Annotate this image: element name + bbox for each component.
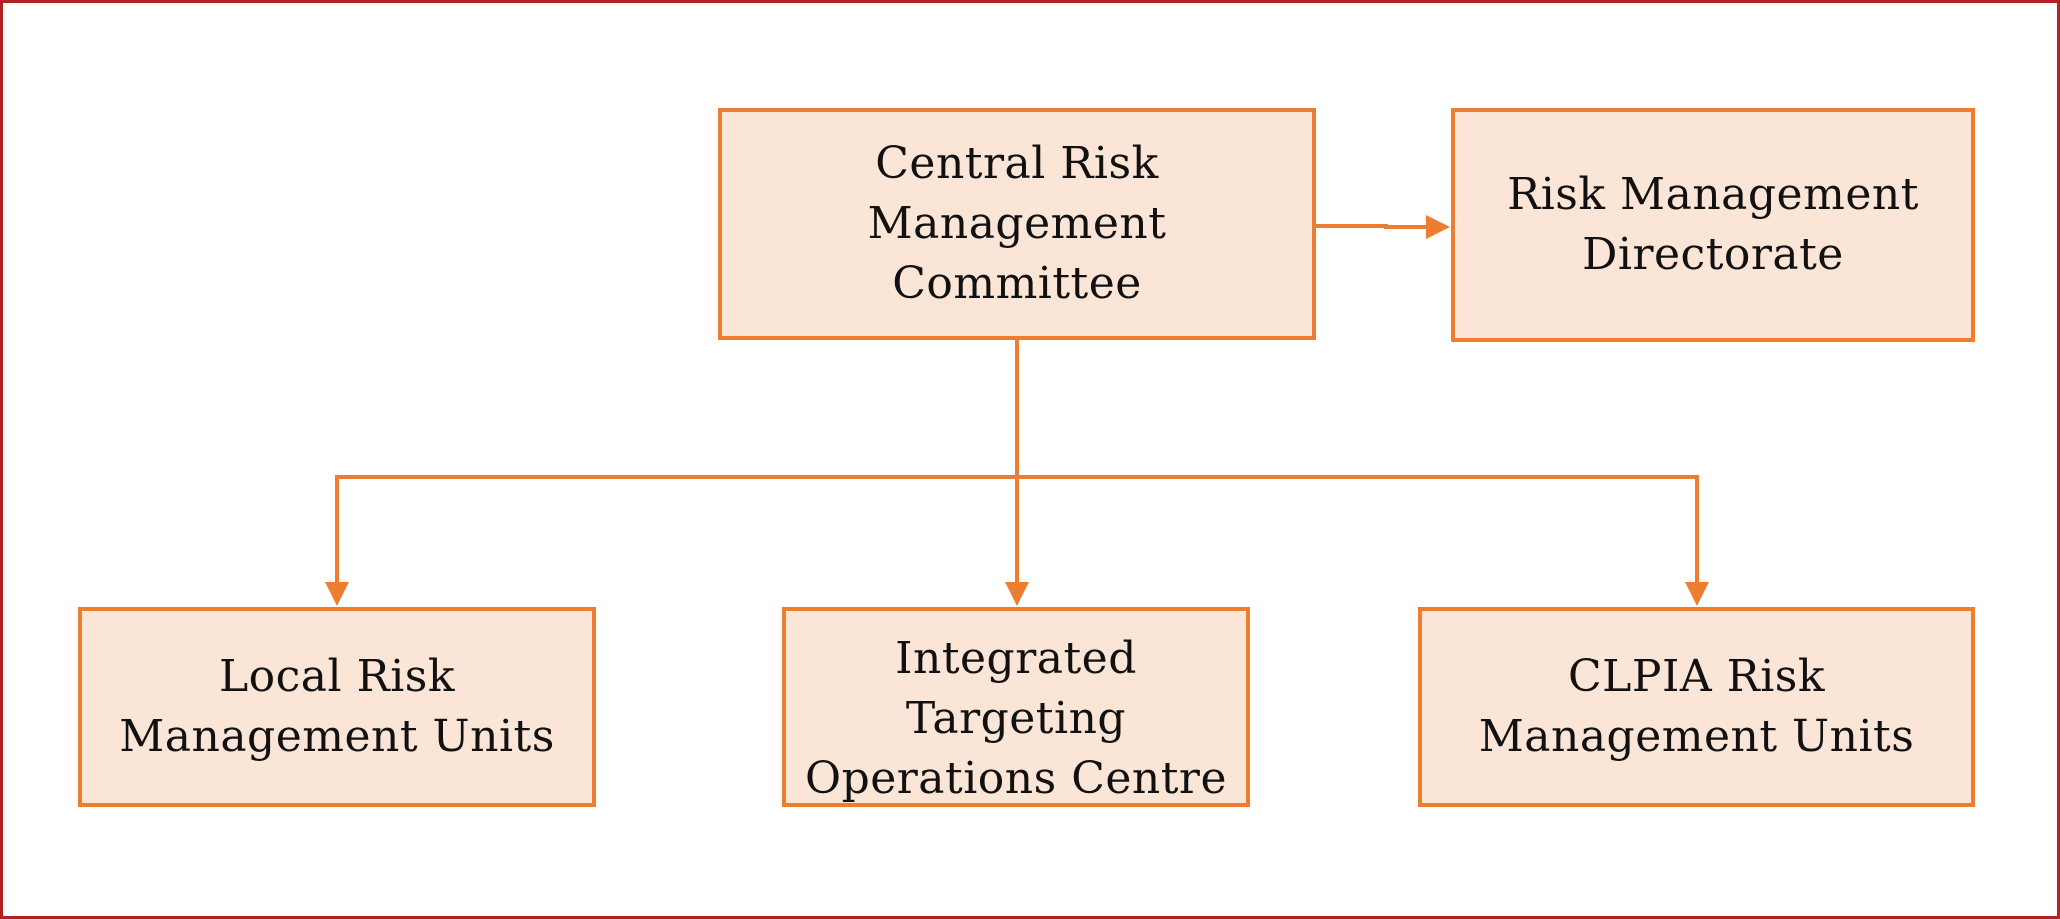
node-risk-management-directorate: Risk Management Directorate bbox=[1451, 108, 1975, 342]
node-label: Risk Management Directorate bbox=[1507, 169, 1919, 280]
node-label: CLPIA Risk Management Units bbox=[1478, 651, 1915, 762]
node-label: Integrated Targeting Operations Centre bbox=[805, 633, 1227, 804]
node-clpia-risk-management-units: CLPIA Risk Management Units bbox=[1418, 607, 1975, 807]
node-local-risk-management-units: Local Risk Management Units bbox=[78, 607, 596, 807]
node-label: Central Risk Management Committee bbox=[867, 138, 1167, 309]
node-label: Local Risk Management Units bbox=[119, 651, 555, 762]
node-central-risk-management-committee: Central Risk Management Committee bbox=[718, 108, 1316, 340]
node-integrated-targeting-operations-centre: Integrated Targeting Operations Centre bbox=[782, 607, 1250, 807]
